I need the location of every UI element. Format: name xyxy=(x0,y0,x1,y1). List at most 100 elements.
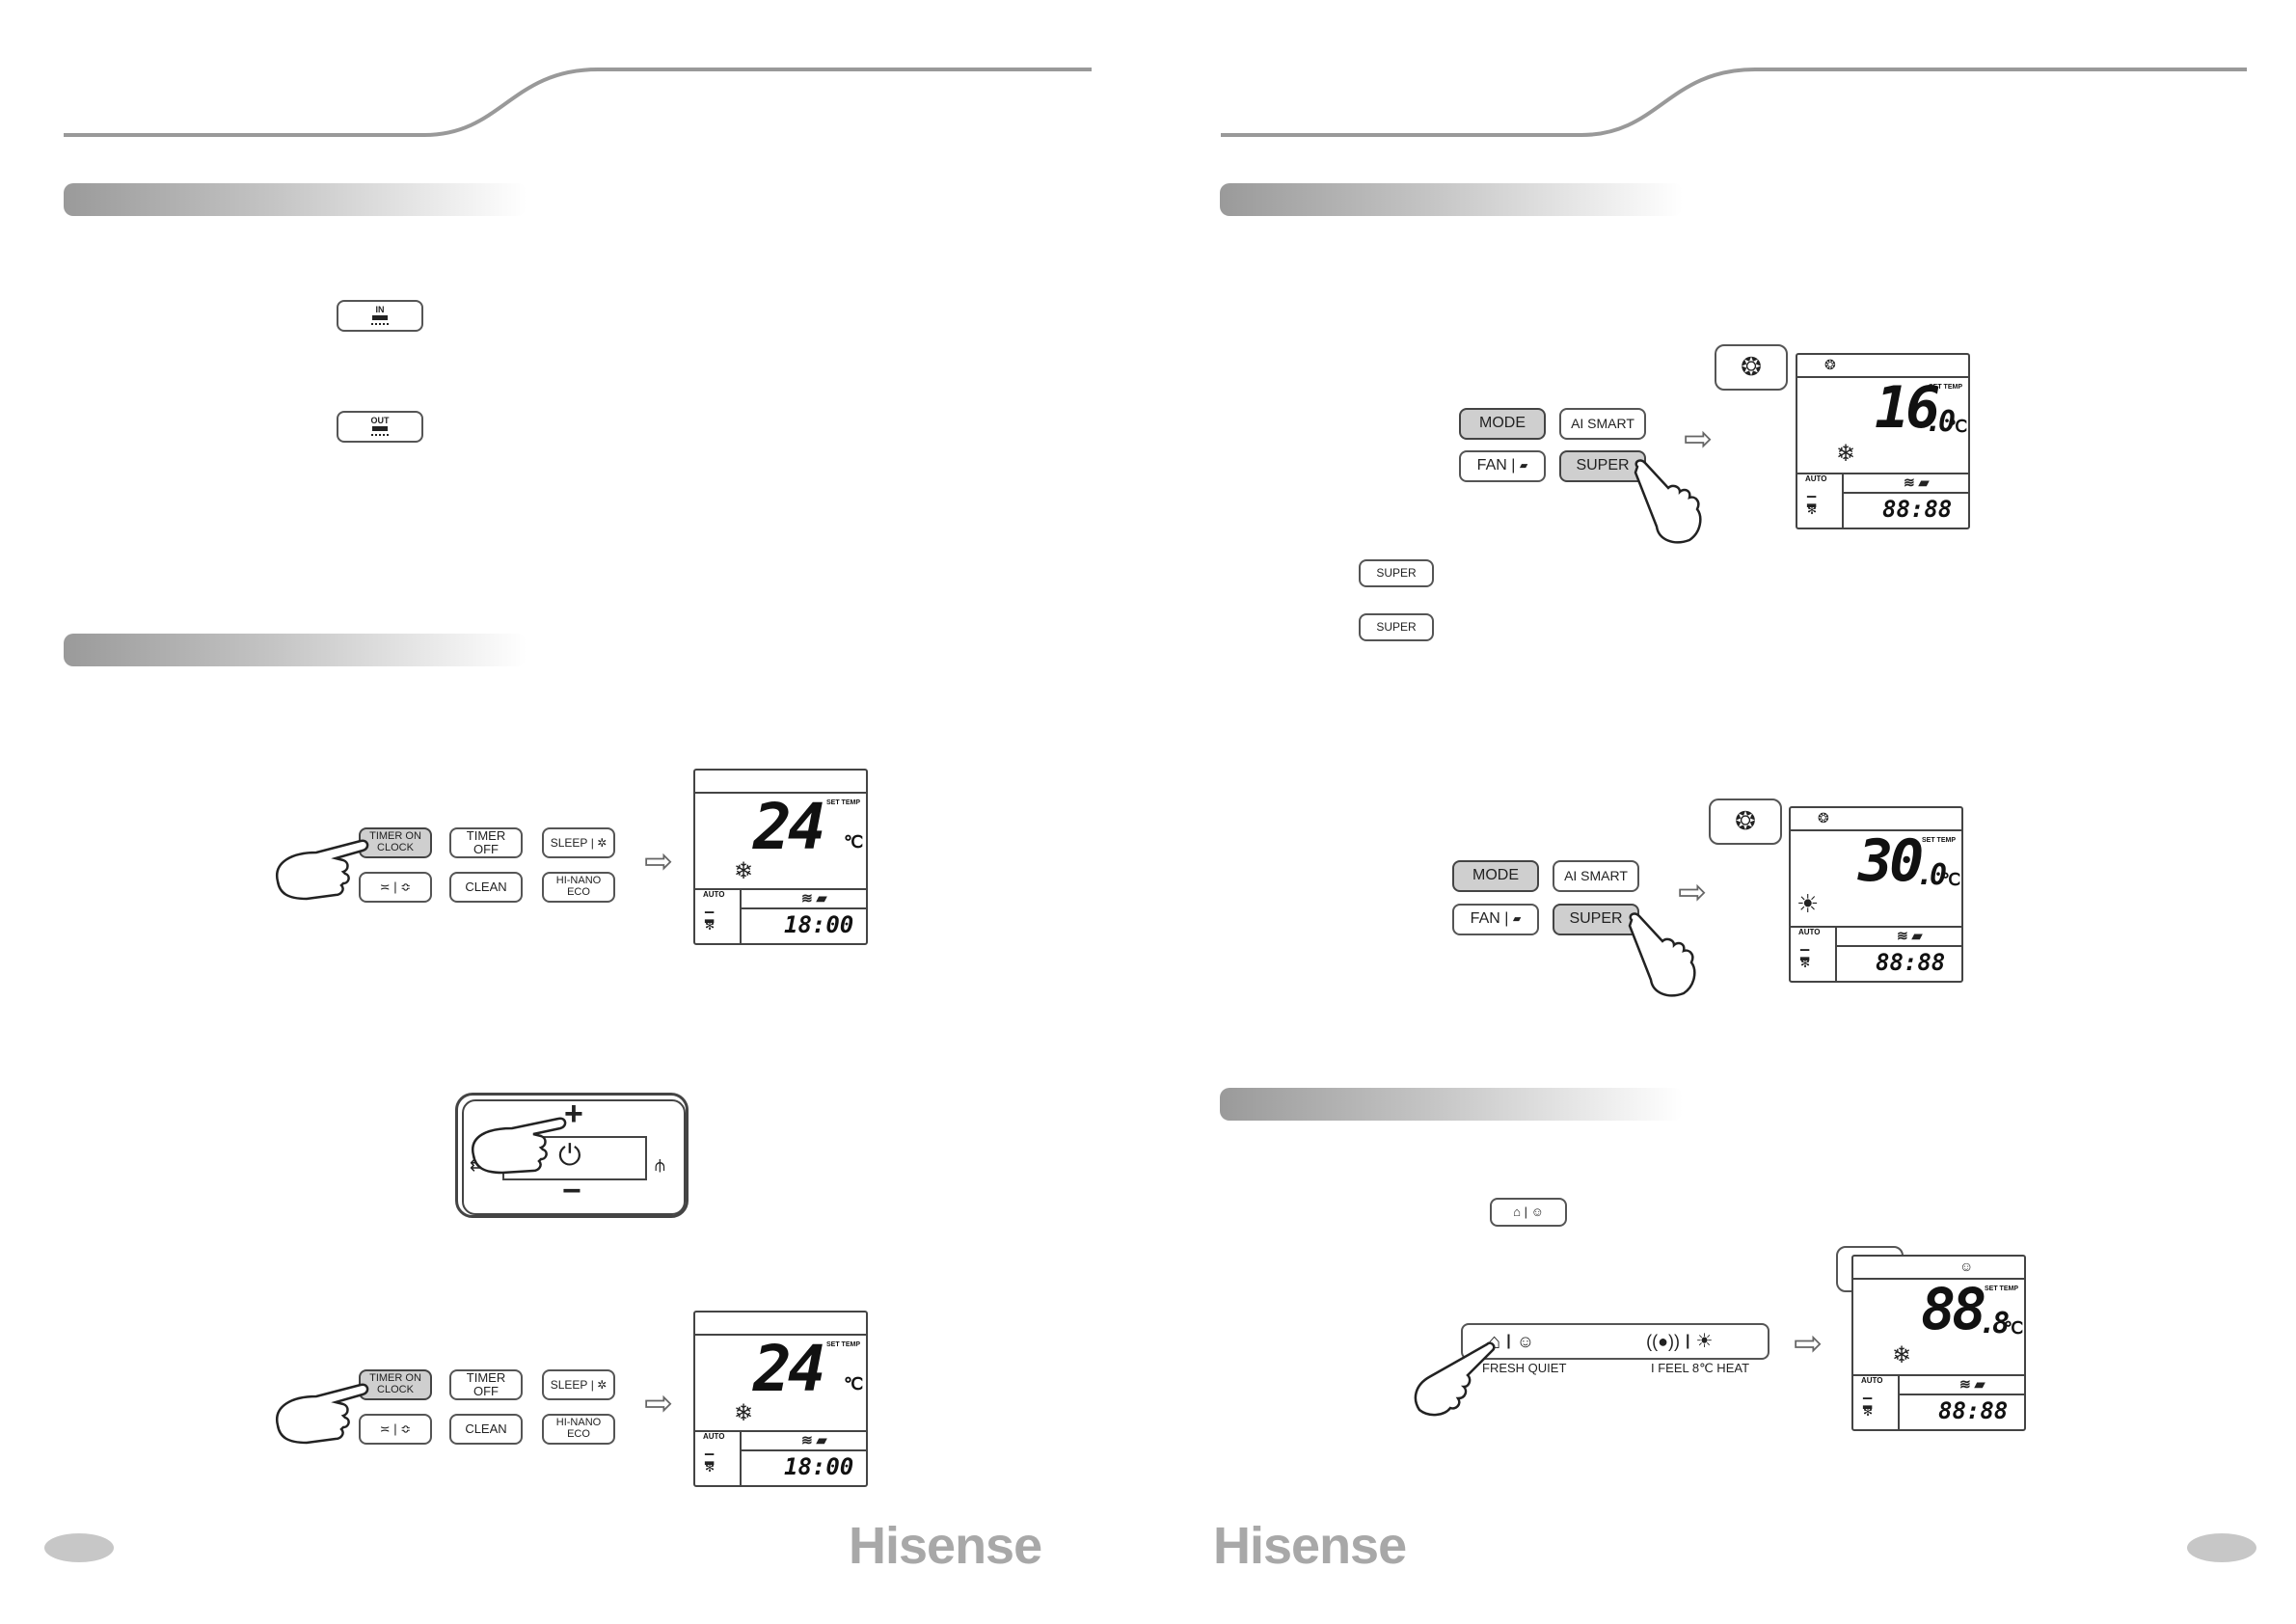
swing-icon: ≍ | ≎ xyxy=(379,1421,412,1437)
super-button-small[interactable]: SUPER xyxy=(1359,613,1434,641)
sleep-button[interactable]: SLEEP | ✲ xyxy=(542,1369,615,1400)
timer-off-button[interactable]: TIMER OFF xyxy=(449,827,523,858)
auto-label: AUTO xyxy=(1798,928,1821,936)
lcd-display-right-2: ❂ SET TEMP 30 .0 ℃ ☀ AUTO ≋ ▰ ▁▂✻ 88:88 xyxy=(1789,806,1963,983)
sleep-label: SLEEP xyxy=(550,1377,588,1392)
set-temp-label: SET TEMP xyxy=(1929,384,1963,391)
snowflake-icon: ❄ xyxy=(1836,441,1856,467)
clean-label: CLEAN xyxy=(465,1421,507,1437)
temp-unit: ℃ xyxy=(1948,417,1968,436)
hi-nano-eco-button[interactable]: HI-NANO ECO xyxy=(542,872,615,903)
lcd-top-line xyxy=(1797,376,1968,378)
lcd-bottom-line xyxy=(1835,945,1961,947)
fresh-quiet-label: FRESH QUIET xyxy=(1482,1361,1567,1375)
swing-louver-icon: ≋ ▰ xyxy=(801,890,827,906)
clock-label: CLOCK xyxy=(377,842,414,853)
minus-button[interactable]: − xyxy=(562,1173,581,1209)
mode-button[interactable]: MODE xyxy=(1459,408,1546,440)
swing-button[interactable]: ≍ | ≎ xyxy=(359,1414,432,1445)
super-button-small[interactable]: SUPER xyxy=(1359,559,1434,587)
fan-speed-icon: ▁▂✻ xyxy=(1800,937,1811,970)
arrow-icon: ⇨ xyxy=(1794,1323,1823,1363)
clean-button[interactable]: CLEAN xyxy=(449,1414,523,1445)
i-feel-icon: ((●)) xyxy=(1646,1331,1681,1351)
fan-speed-icon: ▁▂✻ xyxy=(1807,484,1818,517)
pointing-hand-icon xyxy=(1414,1341,1496,1417)
eco-label: ECO xyxy=(567,1428,590,1440)
section-bar-right-2 xyxy=(1220,1088,1683,1121)
temp-readout: 30 xyxy=(1858,827,1924,895)
out-button[interactable]: OUT xyxy=(337,411,423,443)
ai-smart-button[interactable]: AI SMART xyxy=(1559,408,1646,440)
timer-on-label: TIMER ON xyxy=(369,830,421,843)
timer-on-clock-button[interactable]: TIMER ON CLOCK xyxy=(359,827,432,858)
lcd-top-line xyxy=(695,1334,866,1336)
fresh-icon: ⌂ xyxy=(1513,1204,1521,1220)
fresh-quiet-button-small[interactable]: ⌂ | ☺ xyxy=(1490,1198,1567,1227)
lcd-bottom-line xyxy=(740,1449,866,1451)
swing-louver-icon: ≋ ▰ xyxy=(801,1432,827,1448)
time-readout: 88:88 xyxy=(1876,949,1946,976)
pointing-hand-icon xyxy=(275,839,369,901)
super-button[interactable]: SUPER xyxy=(1559,450,1646,482)
pointing-hand-icon xyxy=(471,1117,567,1175)
section-bar-left-2 xyxy=(64,634,527,666)
auto-label: AUTO xyxy=(1861,1376,1883,1385)
eco-label: ECO xyxy=(567,886,590,898)
wall-panel-inner xyxy=(462,1099,686,1215)
mode-button[interactable]: MODE xyxy=(1452,860,1539,892)
clock-label: CLOCK xyxy=(377,1384,414,1395)
quiet-icon: ☺ xyxy=(1516,1331,1535,1351)
lcd-display-left-1: SET TEMP 24 ℃ ❄ AUTO ≋ ▰ ▁▂✻ 18:00 xyxy=(693,769,868,945)
ai-smart-button[interactable]: AI SMART xyxy=(1553,860,1639,892)
lcd-display-right-3: ☺ SET TEMP 88 .8 ℃ ❄ AUTO ≋ ▰ ▁▂✻ 88:88 xyxy=(1851,1255,2026,1431)
lcd-mid-line xyxy=(695,1430,866,1432)
in-label: IN xyxy=(375,304,385,314)
temp-decimal: .0 xyxy=(1925,405,1956,439)
hi-nano-label: HI-NANO xyxy=(555,875,602,887)
fan-lock-button[interactable]: FAN | ▰ xyxy=(1452,904,1539,935)
time-readout: 18:00 xyxy=(784,1453,854,1480)
clean-button[interactable]: CLEAN xyxy=(449,872,523,903)
out-air-icon xyxy=(371,426,389,437)
fan-lock-button[interactable]: FAN | ▰ xyxy=(1459,450,1546,482)
hi-nano-eco-button[interactable]: HI-NANO ECO xyxy=(542,1414,615,1445)
lcd-mid-line xyxy=(1797,473,1968,474)
timer-off-label-1: TIMER xyxy=(466,1370,506,1386)
lcd-display-right-1: ❂ SET TEMP 16 .0 ℃ ❄ AUTO ≋ ▰ ▁▂✻ 88:88 xyxy=(1796,353,1970,529)
lcd-fan-divider xyxy=(740,888,742,943)
brand-logo-right: Hisense xyxy=(1213,1517,1407,1575)
plus-button[interactable]: + xyxy=(564,1096,583,1132)
super-button[interactable]: SUPER xyxy=(1553,904,1639,935)
fan-speed-icon: ▁▂✻ xyxy=(1863,1386,1874,1419)
swing-right-icon: ⫛ xyxy=(655,1155,665,1175)
quiet-icon: ☺ xyxy=(1530,1204,1544,1220)
lcd-bottom-line xyxy=(740,907,866,909)
in-button[interactable]: IN xyxy=(337,300,423,332)
temp-readout: 88 xyxy=(1921,1276,1986,1343)
power-button[interactable]: ⏻ xyxy=(558,1140,581,1172)
auto-label: AUTO xyxy=(703,1432,725,1441)
hi-nano-label: HI-NANO xyxy=(555,1417,602,1429)
temp-readout: 16 xyxy=(1875,374,1940,442)
lcd-top-line xyxy=(1791,829,1961,831)
swirl-icon: ❂ xyxy=(1735,806,1756,836)
temp-readout: 24 xyxy=(753,1332,826,1406)
timer-off-button[interactable]: TIMER OFF xyxy=(449,1369,523,1400)
temp-unit: ℃ xyxy=(2004,1318,2024,1338)
set-temp-label: SET TEMP xyxy=(826,799,861,806)
sleep-button[interactable]: SLEEP | ✲ xyxy=(542,827,615,858)
arrow-icon: ⇨ xyxy=(1684,419,1714,458)
heat-8c-icon: ☀ xyxy=(1695,1330,1714,1352)
i-feel-heat-label: I FEEL 8℃ HEAT xyxy=(1651,1361,1750,1375)
fan-label: FAN xyxy=(1476,457,1507,474)
pointing-hand-icon xyxy=(1634,459,1702,544)
timer-on-clock-button[interactable]: TIMER ON CLOCK xyxy=(359,1369,432,1400)
timer-off-label-2: OFF xyxy=(473,842,499,856)
swing-button[interactable]: ≍ | ≎ xyxy=(359,872,432,903)
swing-louver-icon: ≋ ▰ xyxy=(1904,474,1930,490)
lcd-bottom-line xyxy=(1898,1394,2024,1395)
sleep-icon: ✲ xyxy=(597,1377,608,1392)
temp-decimal: .8 xyxy=(1979,1307,2010,1340)
swing-louver-icon: ≋ ▰ xyxy=(1897,928,1923,943)
